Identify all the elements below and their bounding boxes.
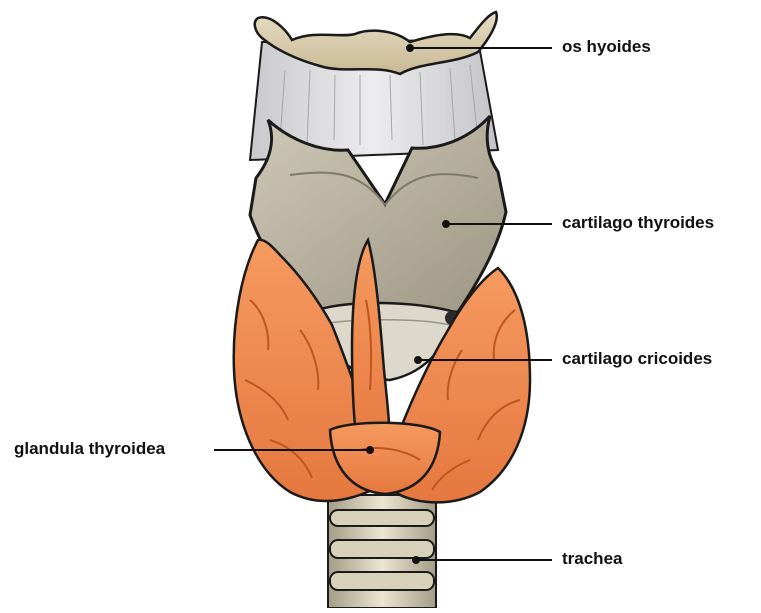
leader-dot-trachea: [413, 557, 419, 563]
label-glandula-thyroidea: glandula thyroidea: [14, 440, 165, 457]
label-trachea: trachea: [562, 550, 622, 567]
leader-dot-hyoid: [407, 45, 413, 51]
leader-dot-thyroid-cartilage: [443, 221, 449, 227]
leader-dot-gland: [367, 447, 373, 453]
leader-dot-cricoid: [415, 357, 421, 363]
label-cartilago-thyroides: cartilago thyroides: [562, 214, 714, 231]
label-cartilago-cricoides: cartilago cricoides: [562, 350, 712, 367]
trachea-shape: [328, 495, 436, 608]
label-os-hyoides: os hyoides: [562, 38, 651, 55]
